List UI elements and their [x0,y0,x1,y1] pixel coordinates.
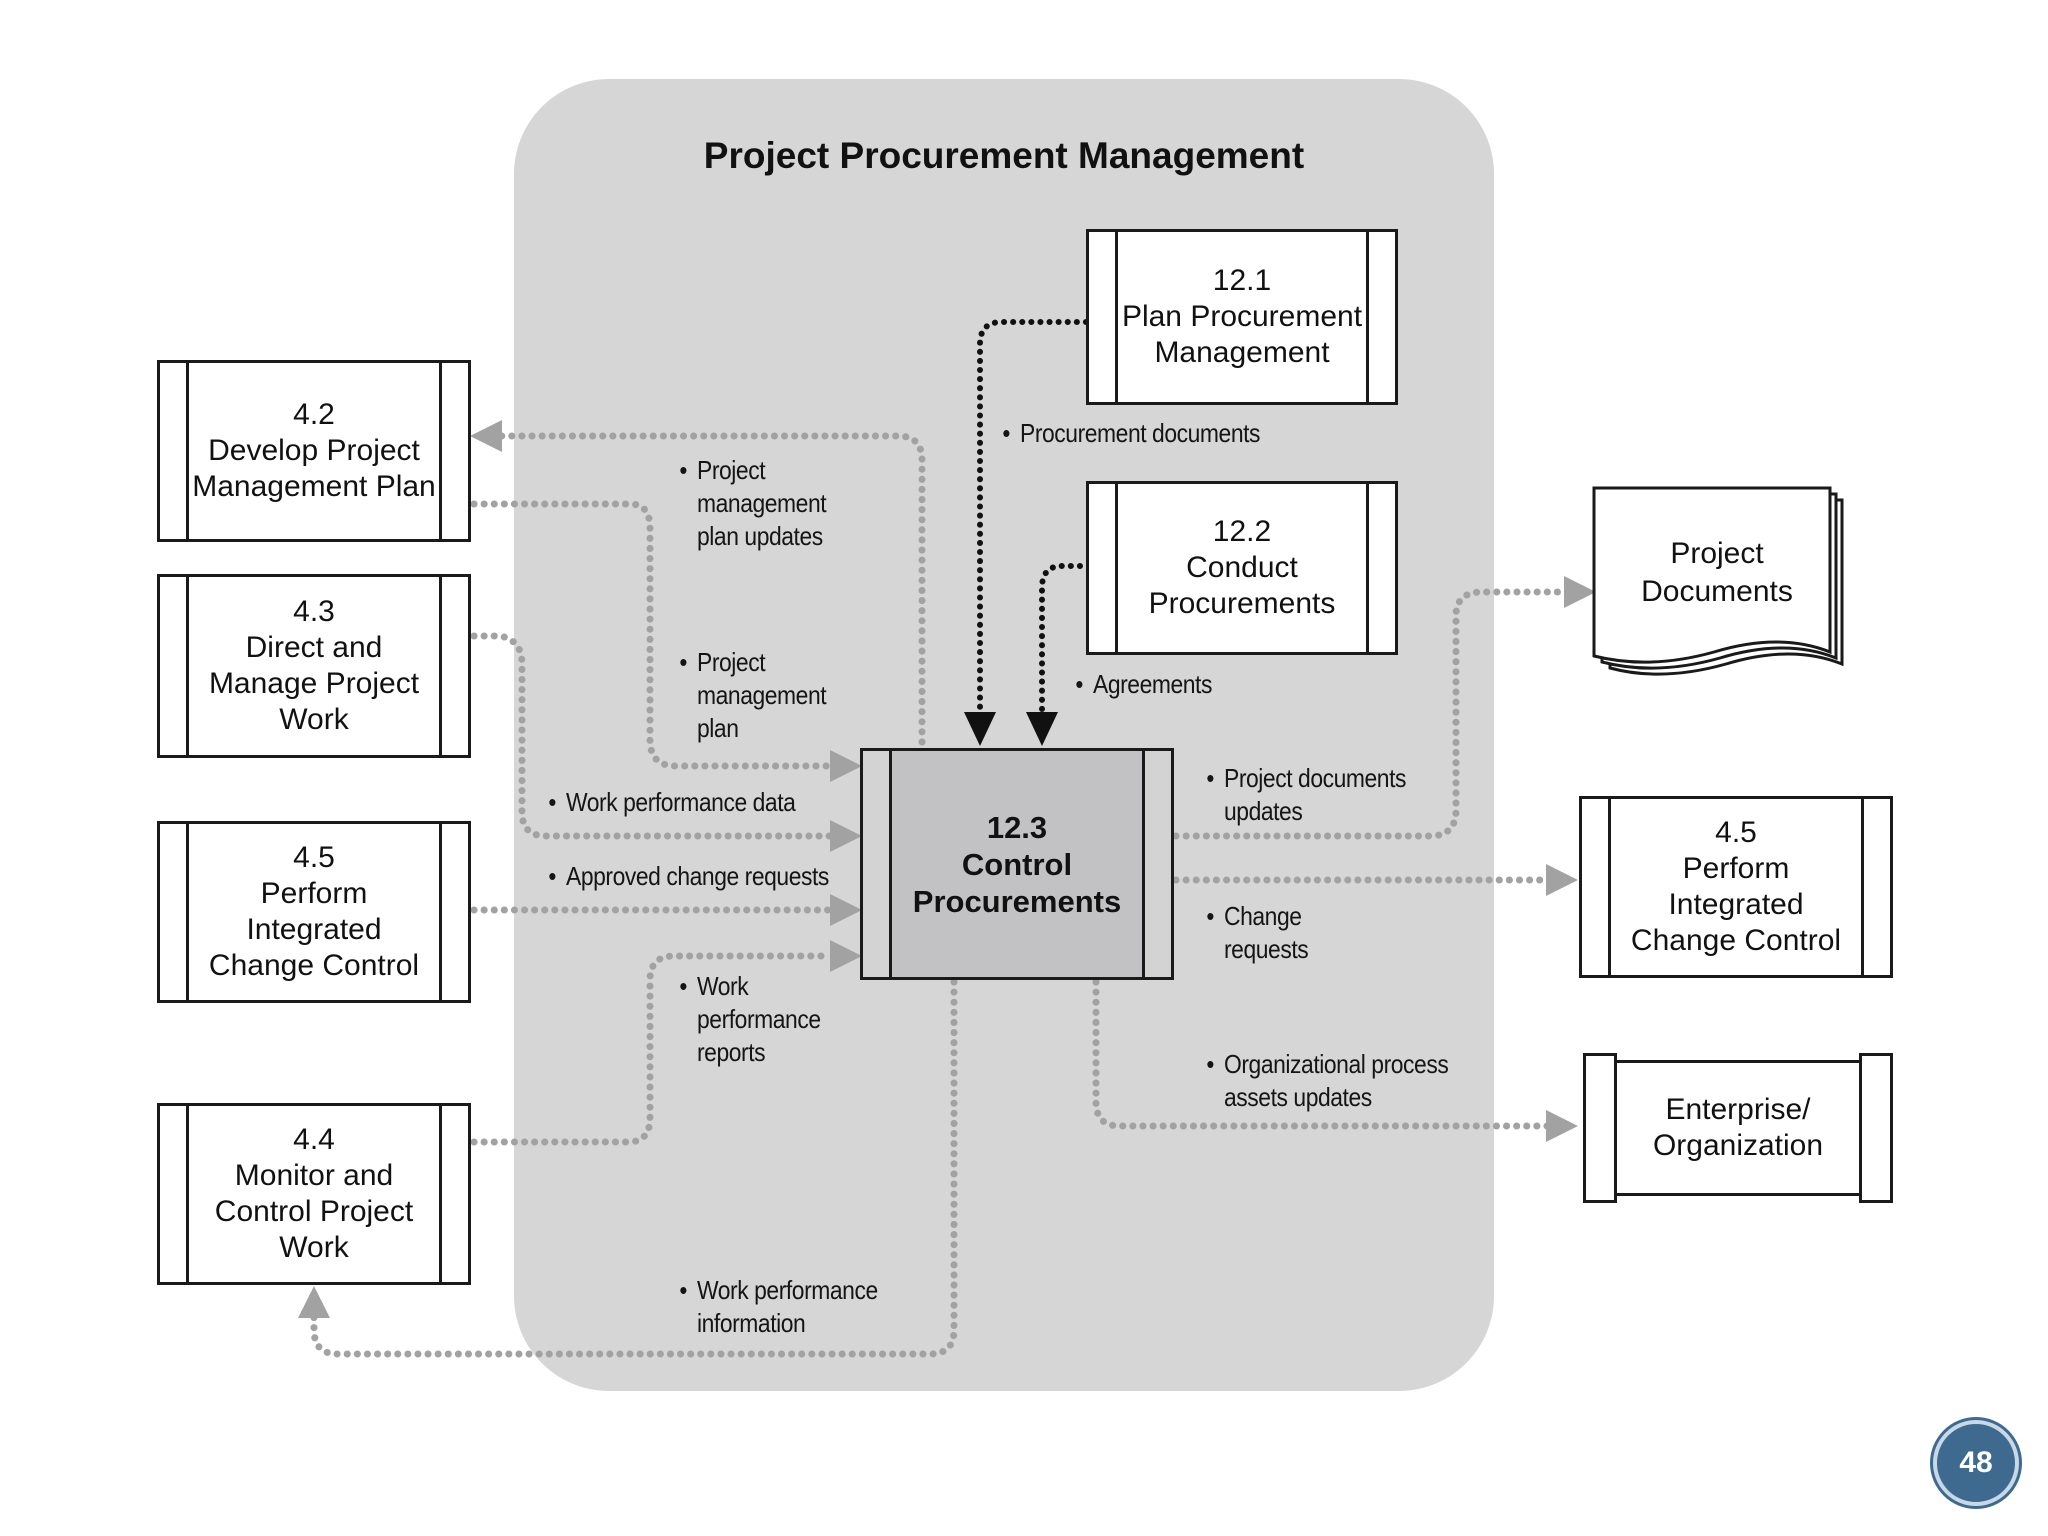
process-label: Develop Project Management Plan [192,434,436,503]
process-label: Perform Integrated Change Control [208,877,420,982]
process-label: Monitor and Control Project Work [214,1159,414,1264]
label-agreements: •Agreements [1075,669,1212,699]
project-documents-label: Project Documents [1641,537,1793,608]
process-label: Plan Procurement Management [1121,300,1363,369]
label-work-performance-data: •Work performance data [548,787,796,817]
label-approved-change-requests: •Approved change requests [548,861,829,891]
enterprise-label: Enterprise/ Organization [1652,1093,1824,1162]
grey-arrowheads [298,420,1596,1318]
process-number: 4.3 [293,595,335,628]
process-number: 4.5 [293,841,335,874]
flow-pm-plan [470,500,834,770]
black-arrowheads [964,712,1058,746]
process-label: Conduct Procurements [1148,551,1336,620]
label-project-documents-updates: •Project documents updates [1206,763,1407,826]
project-documents-stack[interactable] [1592,486,1856,686]
label-opa-updates: •Organizational process assets updates [1206,1049,1449,1112]
process-number: 12.3 [986,809,1048,845]
enterprise-organization[interactable]: Enterprise/ Organization [1583,1053,1893,1203]
process-number: 4.2 [293,398,335,431]
flow-work-performance-data [470,632,834,840]
label-procurement-documents: •Procurement documents [1002,418,1261,448]
flow-agreements [1039,563,1083,715]
label-work-performance-reports: •Work performance reports [679,971,821,1067]
process-number: 12.2 [1212,515,1272,548]
process-number: 12.1 [1212,264,1272,297]
flow-opa-updates [1092,978,1552,1130]
process-label: Direct and Manage Project Work [208,631,420,736]
label-pm-plan: •Project management plan [679,647,827,743]
label-pm-plan-updates: •Project management plan updates [679,455,827,551]
page-number-badge: 48 [1933,1420,2019,1506]
process-number: 4.5 [1715,816,1757,849]
process-label: Control Procurements [912,846,1122,919]
process-label: Perform Integrated Change Control [1630,852,1842,957]
process-number: 4.4 [293,1123,335,1156]
label-work-performance-information: •Work performance information [679,1275,878,1338]
diagram-title: Project Procurement Management [703,135,1305,176]
flow-pm-plan-updates [494,432,926,746]
flow-project-documents-updates [1172,588,1570,840]
label-change-requests: •Change requests [1206,901,1309,964]
flow-work-performance-information [310,978,958,1358]
flow-procurement-documents [977,319,1089,715]
flow-work-performance-reports [470,952,834,1146]
